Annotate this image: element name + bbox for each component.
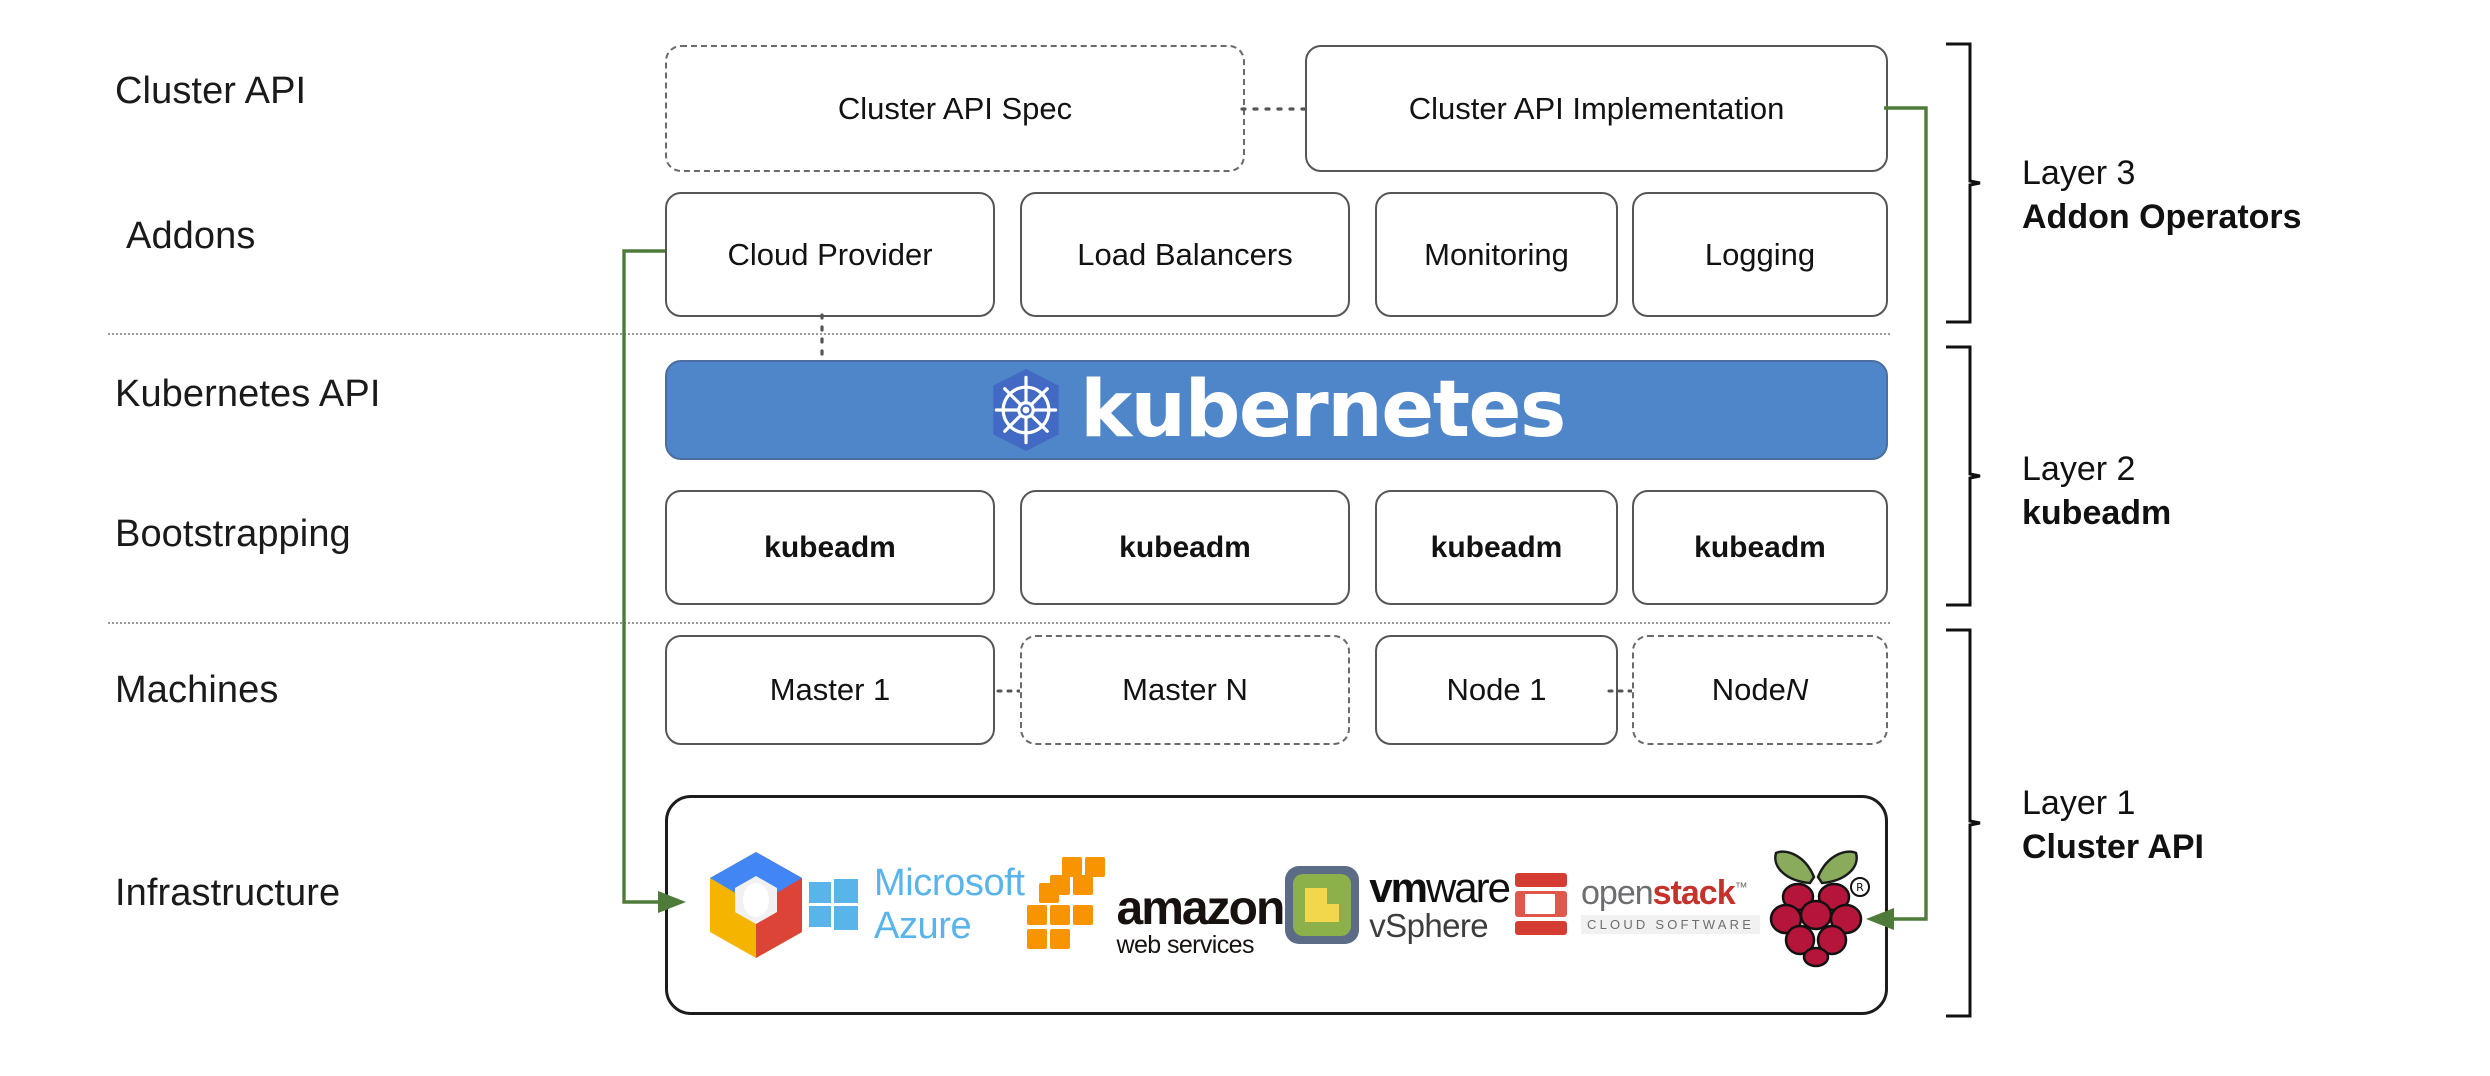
row-label-addons: Addons [126, 215, 256, 257]
aws-amazon-wordmark: amazon [1116, 881, 1286, 935]
connector-master1-to-mastern [996, 689, 1023, 693]
connector-implementation-to-infrastructure [1866, 106, 1928, 930]
box-monitoring[interactable]: Monitoring [1375, 192, 1618, 317]
bracket-label-layer-2: Layer 2 kubeadm [2022, 448, 2171, 535]
vsphere-wordmark: vSphere [1369, 907, 1488, 945]
layer-1-title: Layer 1 [2022, 784, 2136, 822]
vmware-wordmark-light: ware [1425, 864, 1511, 912]
infrastructure-provider-logos: Microsoft Azure amazon [690, 810, 1871, 1000]
layer-separator-bootstrapping-machines [108, 622, 1890, 624]
box-kubeadm-1[interactable]: kubeadm [665, 490, 995, 605]
aws-webservices-wordmark: web services [1116, 931, 1255, 959]
box-cloud-provider[interactable]: Cloud Provider [665, 192, 995, 317]
box-infrastructure[interactable] [665, 795, 1888, 1015]
azure-window-icon[interactable]: Microsoft Azure [808, 862, 1025, 948]
box-cluster-api-implementation[interactable]: Cluster API Implementation [1305, 45, 1888, 172]
vmware-tile-icon[interactable]: vmware vSphere [1283, 864, 1511, 946]
box-node-n-label: Node [1711, 672, 1786, 707]
openstack-trademark-icon: ™ [1734, 879, 1748, 895]
box-kubeadm-3[interactable]: kubeadm [1375, 490, 1618, 605]
openstack-tagline: CLOUD SOFTWARE [1581, 915, 1761, 934]
box-master-1[interactable]: Master 1 [665, 635, 995, 745]
openstack-stack-wordmark: stack [1652, 874, 1736, 912]
row-label-kubernetes-api: Kubernetes API [115, 373, 381, 415]
connector-cloud-provider-to-kubernetes [820, 313, 824, 365]
layer-2-subtitle: kubeadm [2022, 493, 2172, 532]
azure-wordmark: Microsoft Azure [874, 862, 1025, 947]
aws-boxes-icon[interactable]: amazon web services [1025, 853, 1286, 959]
box-kubeadm-4[interactable]: kubeadm [1632, 490, 1888, 605]
box-cluster-api-spec[interactable]: Cluster API Spec [665, 45, 1245, 172]
gcp-hexagon-icon[interactable] [704, 849, 808, 961]
layer-1-subtitle: Cluster API [2022, 827, 2205, 866]
bracket-layer-1 [1946, 628, 1981, 1018]
bracket-label-layer-1: Layer 1 Cluster API [2022, 782, 2204, 869]
box-kubeadm-2[interactable]: kubeadm [1020, 490, 1350, 605]
row-label-cluster-api: Cluster API [115, 70, 307, 112]
box-master-n[interactable]: Master N [1020, 635, 1350, 745]
row-label-infrastructure: Infrastructure [115, 872, 341, 914]
kubernetes-banner[interactable]: kubernetes [665, 360, 1888, 460]
box-load-balancers[interactable]: Load Balancers [1020, 192, 1350, 317]
kubernetes-wordmark: kubernetes [1080, 365, 1566, 455]
layer-separator-addons-kubernetes [108, 333, 1890, 335]
layer-3-subtitle: Addon Operators [2022, 197, 2302, 236]
connector-cloud-provider-to-infrastructure [622, 249, 686, 913]
openstack-cube-icon[interactable]: openstack™ CLOUD SOFTWARE [1509, 867, 1761, 943]
bracket-layer-2 [1946, 345, 1981, 607]
box-logging[interactable]: Logging [1632, 192, 1888, 317]
vmware-wordmark-bold: vm [1369, 864, 1428, 912]
layer-2-title: Layer 2 [2022, 450, 2136, 488]
box-node-1[interactable]: Node 1 [1375, 635, 1618, 745]
raspberry-pi-icon[interactable]: R [1760, 843, 1872, 968]
openstack-open-wordmark: open [1581, 874, 1654, 912]
kubernetes-helm-wheel-icon [988, 367, 1064, 453]
bracket-label-layer-3: Layer 3 Addon Operators [2022, 152, 2302, 239]
row-label-bootstrapping: Bootstrapping [115, 513, 351, 555]
box-node-n-label-italic: N [1785, 672, 1809, 707]
box-node-n[interactable]: Node N [1632, 635, 1888, 745]
svg-text:R: R [1856, 881, 1864, 894]
layer-3-title: Layer 3 [2022, 154, 2136, 192]
row-label-machines: Machines [115, 669, 279, 711]
vmware-wordmark: vmware [1369, 867, 1511, 909]
bracket-layer-3 [1946, 42, 1981, 324]
connector-node1-to-noden [1607, 689, 1636, 693]
